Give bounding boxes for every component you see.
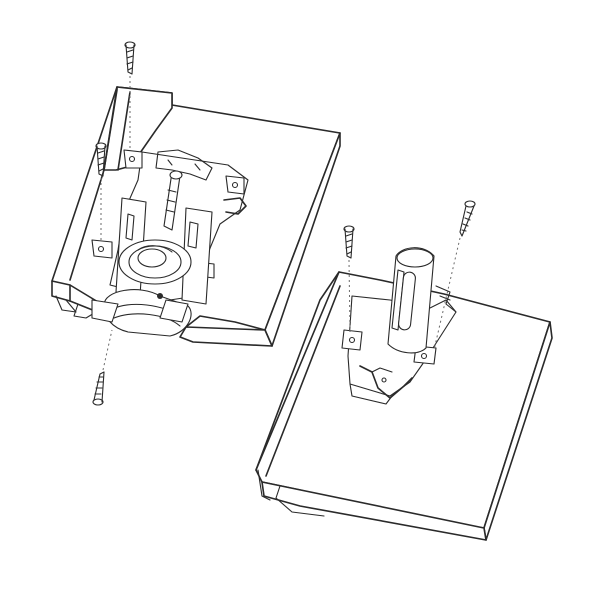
roller-mount-bracket: [91, 149, 249, 337]
top-guide-clip: [341, 247, 457, 405]
wood-screw-right-left: [343, 225, 355, 333]
door-panel-right: [255, 271, 553, 541]
wood-screw-left-bottom: [92, 329, 113, 406]
wood-screw-left-mid: [95, 142, 107, 240]
wood-screw-left-top: [124, 41, 136, 150]
wood-screw-right-right: [433, 200, 476, 351]
